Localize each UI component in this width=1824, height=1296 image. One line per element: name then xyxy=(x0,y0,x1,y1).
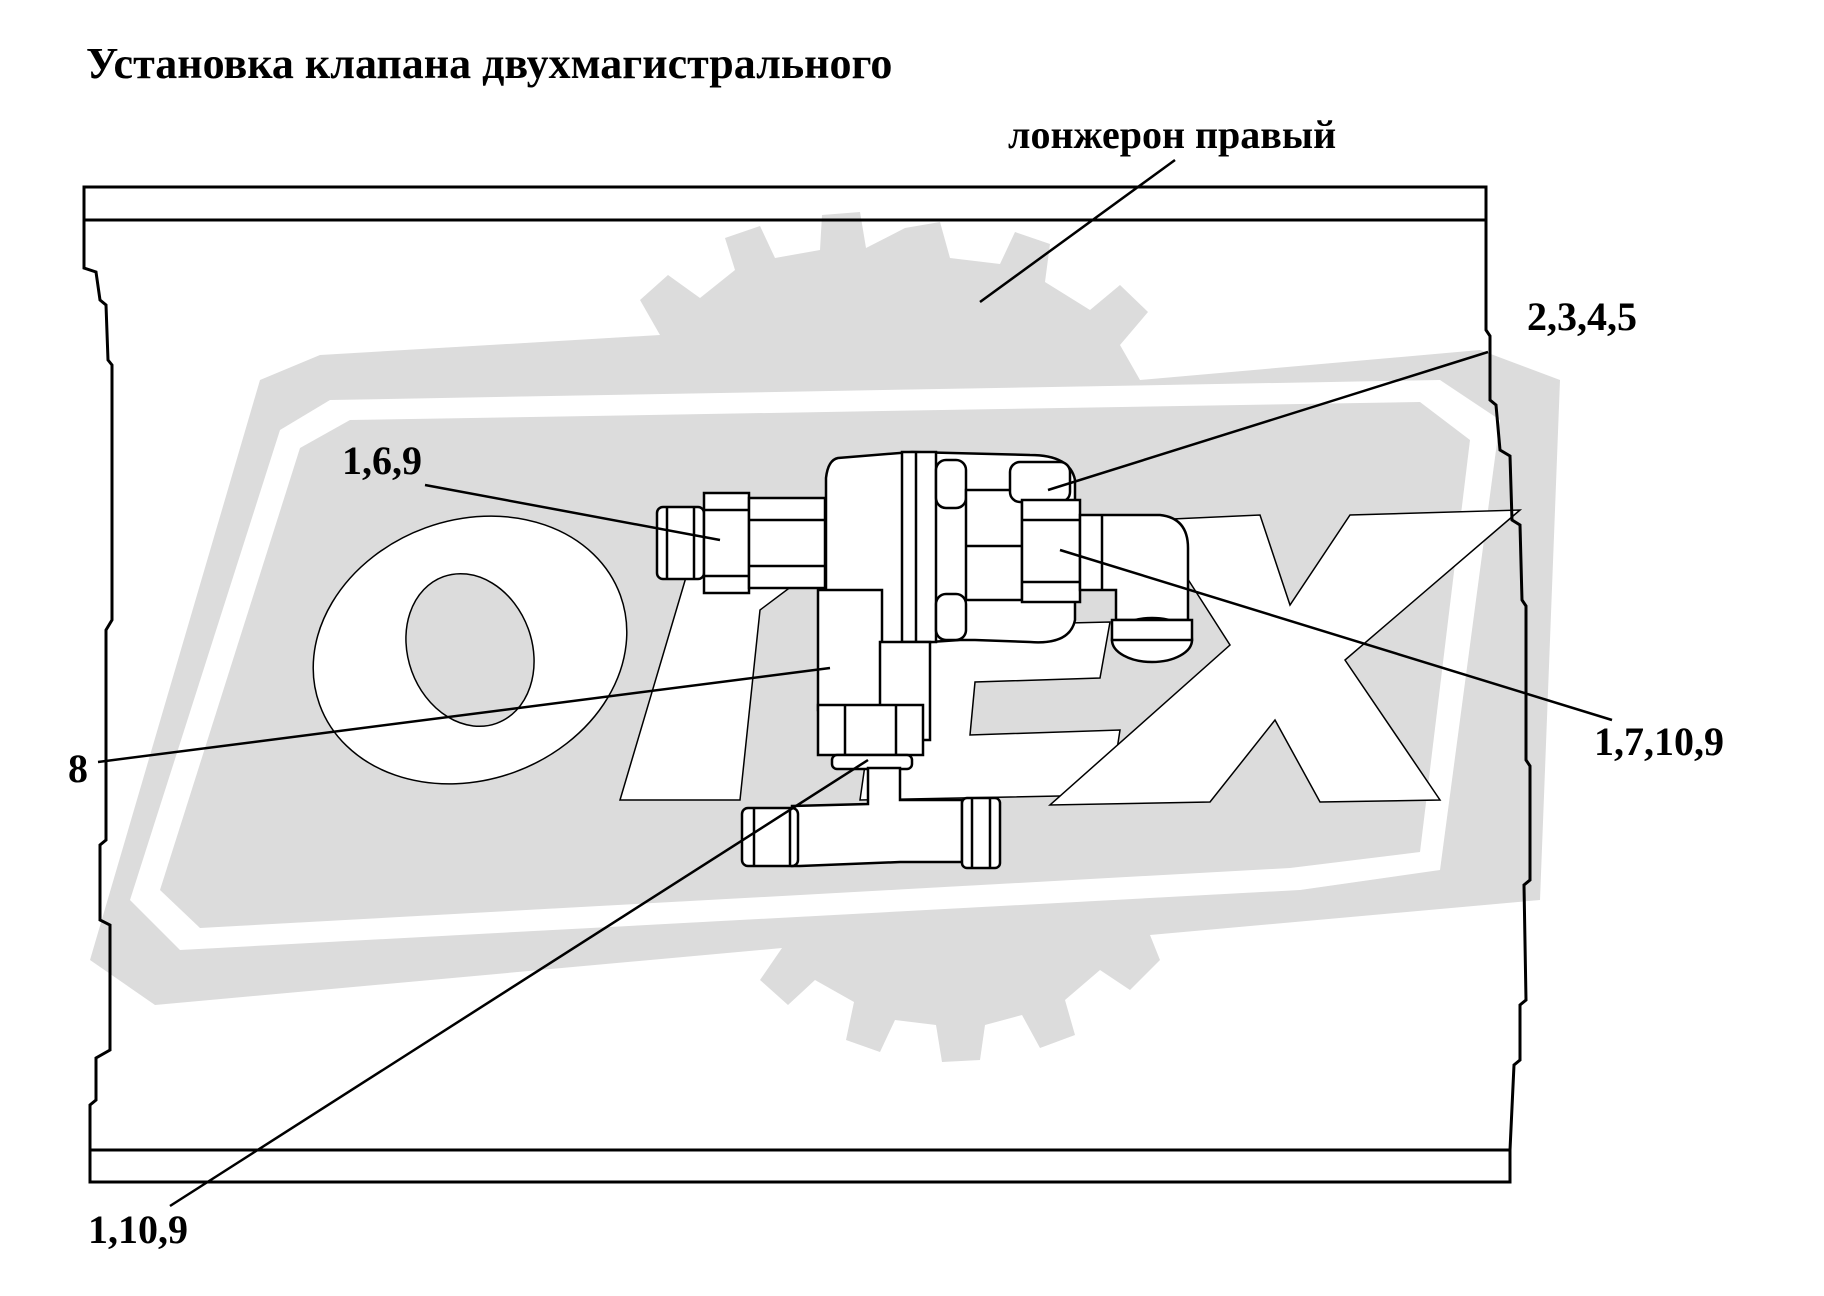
callout-2345: 2,3,4,5 xyxy=(1527,294,1637,339)
leader-169 xyxy=(424,483,721,542)
left-nipple xyxy=(655,505,706,581)
frame-bottom-flange xyxy=(88,1148,1512,1184)
lower-left-nipple xyxy=(740,806,800,868)
callout-8: 8 xyxy=(68,746,88,791)
two-line-valve-assembly xyxy=(655,450,1194,870)
valve-flange xyxy=(900,450,938,644)
right-elbow-pipe xyxy=(1078,513,1190,622)
left-adapter xyxy=(747,496,827,590)
frame-right-break xyxy=(1484,220,1532,1151)
lower-hex-nut xyxy=(816,703,925,757)
lower-pipe-stem xyxy=(816,588,884,712)
drawing-title: Установка клапана двухмагистрального xyxy=(86,39,892,88)
left-nut xyxy=(702,491,751,595)
callout-17109: 1,7,10,9 xyxy=(1594,719,1724,764)
right-elbow-outlet-body xyxy=(1110,618,1194,642)
callout-1109: 1,10,9 xyxy=(88,1207,188,1252)
valve-cap-lower xyxy=(934,592,968,642)
leader-2345 xyxy=(1047,350,1489,492)
leader-frame-label xyxy=(979,158,1176,304)
leader-17109 xyxy=(1059,548,1613,722)
frame-top-flange xyxy=(82,185,1488,222)
frame-label: лонжерон правый xyxy=(1008,112,1336,157)
leader-8 xyxy=(97,666,831,764)
leader-1109 xyxy=(169,758,869,1208)
lower-right-nipple xyxy=(960,796,1002,870)
frame-left-break xyxy=(82,220,114,1150)
frame-rail xyxy=(82,185,1532,1184)
leader-lines xyxy=(97,158,1613,1208)
right-elbow-hex xyxy=(1020,498,1082,604)
callout-169: 1,6,9 xyxy=(342,438,422,483)
valve-cap-upper xyxy=(934,458,968,510)
right-elbow-nut-top xyxy=(1008,460,1072,504)
